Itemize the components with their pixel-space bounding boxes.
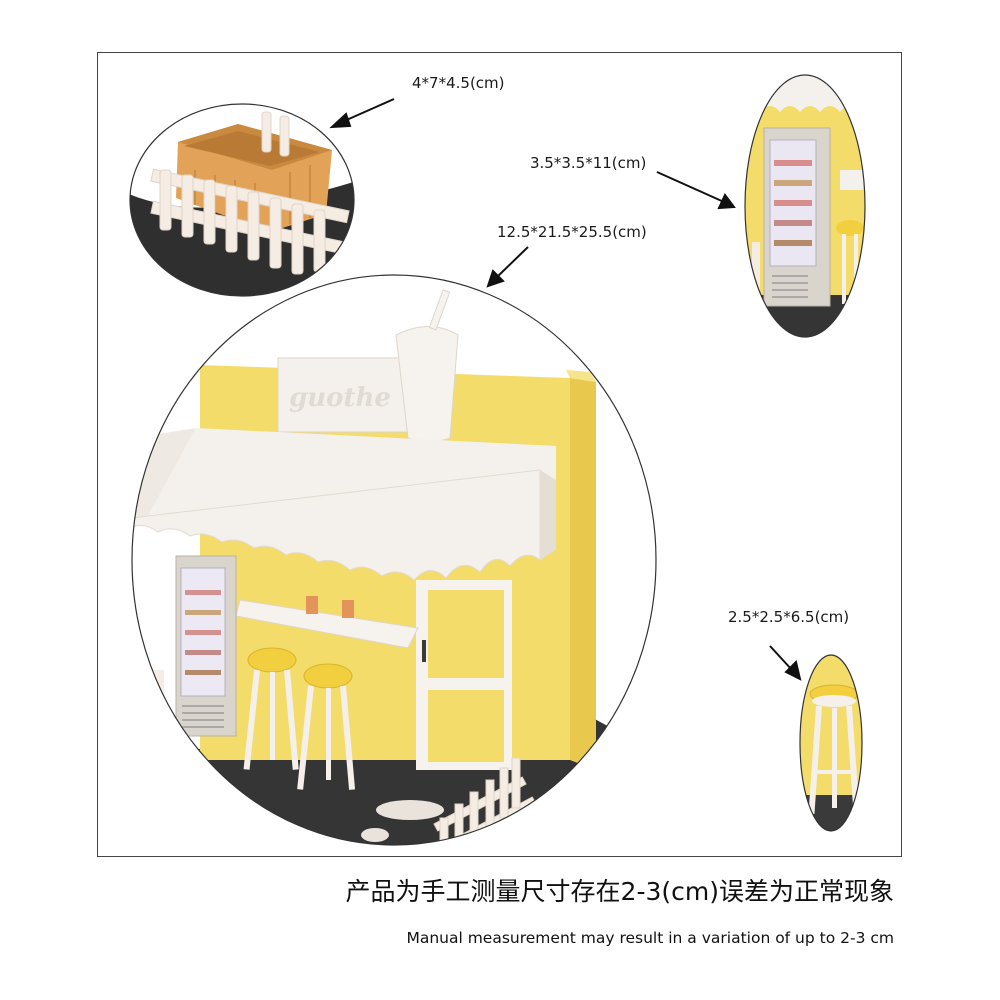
image-frame <box>97 52 902 857</box>
planter-dimension-label: 4*7*4.5(cm) <box>412 74 505 92</box>
arrow-to-fridge <box>656 171 736 210</box>
shop-main-image: ɡuothe <box>131 274 657 846</box>
measurement-note-chinese: 产品为手工测量尺寸存在2-3(cm)误差为正常现象 <box>345 877 894 906</box>
arrow-to-shop <box>486 246 529 288</box>
measurement-note-english: Manual measurement may result in a varia… <box>406 929 894 947</box>
svg-text:ɡuothe: ɡuothe <box>289 383 391 413</box>
stool-detail-image <box>799 654 863 832</box>
stool-dimension-label: 2.5*2.5*6.5(cm) <box>728 608 850 626</box>
planter-detail-image <box>129 103 355 297</box>
shop-dimension-label: 12.5*21.5*25.5(cm) <box>497 223 647 241</box>
arrow-to-stool <box>769 645 802 681</box>
fridge-detail-image <box>744 74 866 338</box>
fridge-dimension-label: 3.5*3.5*11(cm) <box>530 154 647 172</box>
arrow-to-planter <box>329 98 395 129</box>
